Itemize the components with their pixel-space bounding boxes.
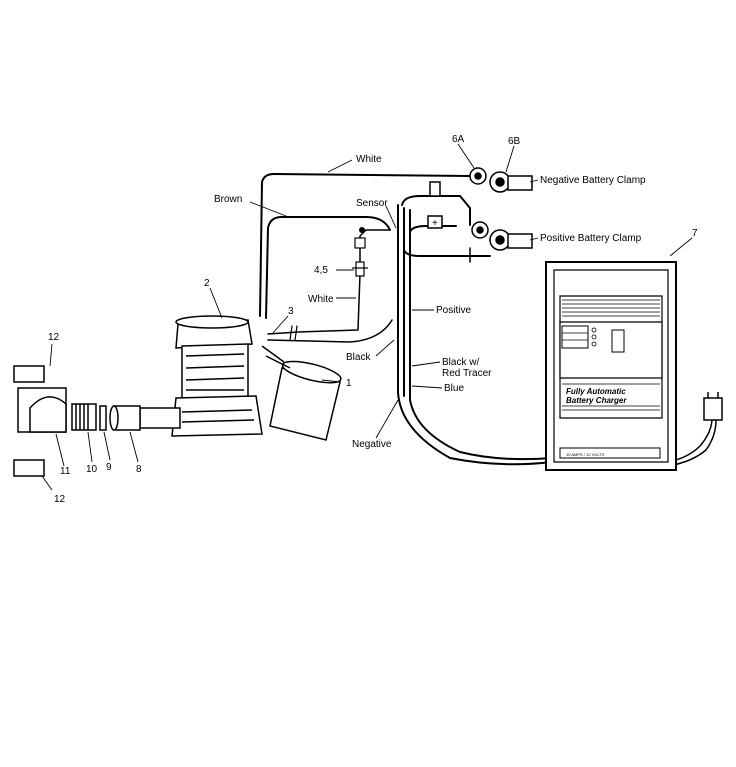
battery-clamps [427,167,533,251]
label-white-top: White [356,154,382,165]
label-black: Black [346,352,371,363]
callout-3: 3 [288,306,294,317]
white-wire-mid [267,273,361,335]
wiring [259,173,717,467]
charger-title-line2: Battery Charger [566,396,627,405]
label-black-red-tracer-2: Red Tracer [442,368,492,379]
callout-10: 10 [86,464,98,475]
label-blue: Blue [444,383,464,394]
wire-break-mark [289,325,298,341]
clamp-return-wire [403,249,491,257]
positive-clamp-wire [401,195,471,226]
float-switch [261,345,342,441]
part-number-callouts: 1 2 3 6A 6B 7 8 9 10 11 12 12 [48,134,698,505]
fittings [13,365,107,477]
charger-title-line1: Fully Automatic [566,387,626,396]
callout-6b: 6B [508,136,521,147]
callout-9: 9 [106,462,112,473]
white-wire-top [259,173,471,317]
charger-text: Fully Automatic Battery Charger 10 AMPS … [566,387,627,457]
callout-12-bottom: 12 [54,494,66,505]
label-negative-clamp: Negative Battery Clamp [540,175,646,186]
callout-6a: 6A [452,134,465,145]
callout-2: 2 [204,278,210,289]
label-sensor: Sensor [356,198,388,209]
inline-connector [352,237,368,277]
black-wire [267,319,393,343]
battery-charger [545,261,723,471]
label-positive-clamp: Positive Battery Clamp [540,233,642,244]
positive-lead-wire [409,225,457,233]
callout-8: 8 [136,464,142,475]
wire-bundle-right [409,209,553,461]
label-connector-45: 4,5 [314,265,328,276]
charger-panel-stripes [562,299,660,411]
label-positive: Positive [436,305,471,316]
callout-7: 7 [692,228,698,239]
callout-12-top: 12 [48,332,60,343]
wire-labels: White Brown Sensor 4,5 White Positive Bl… [214,154,646,450]
sensor-wire [359,229,391,263]
bilge-pump [109,315,263,437]
label-black-red-tracer-1: Black w/ [442,357,479,368]
callout-11: 11 [60,466,71,477]
label-negative: Negative [352,439,392,450]
charger-rating: 10 AMPS / 12 VOLTS [566,452,605,457]
brown-wire [265,216,391,319]
sensor-plug [359,227,365,233]
label-white-mid: White [308,294,334,305]
callout-1: 1 [346,378,352,389]
wire-bundle-left [397,204,553,466]
label-brown: Brown [214,194,242,205]
power-cord-2 [667,419,717,467]
label-plus-sign: + [432,218,438,229]
power-cord [667,417,713,463]
leader-lines [41,143,693,491]
